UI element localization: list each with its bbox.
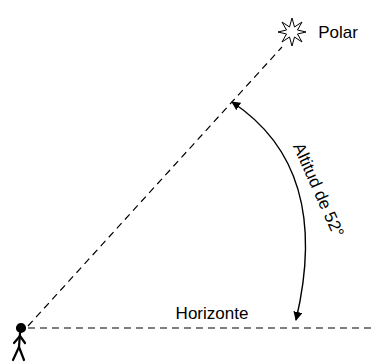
altitude-arc xyxy=(232,102,306,320)
axis-label: Horizonte xyxy=(176,305,249,324)
star-symbol xyxy=(278,18,306,46)
person-figure xyxy=(13,324,25,360)
horizon-line xyxy=(28,327,375,328)
star-name: Polar xyxy=(318,24,358,43)
sight-line xyxy=(28,47,282,326)
